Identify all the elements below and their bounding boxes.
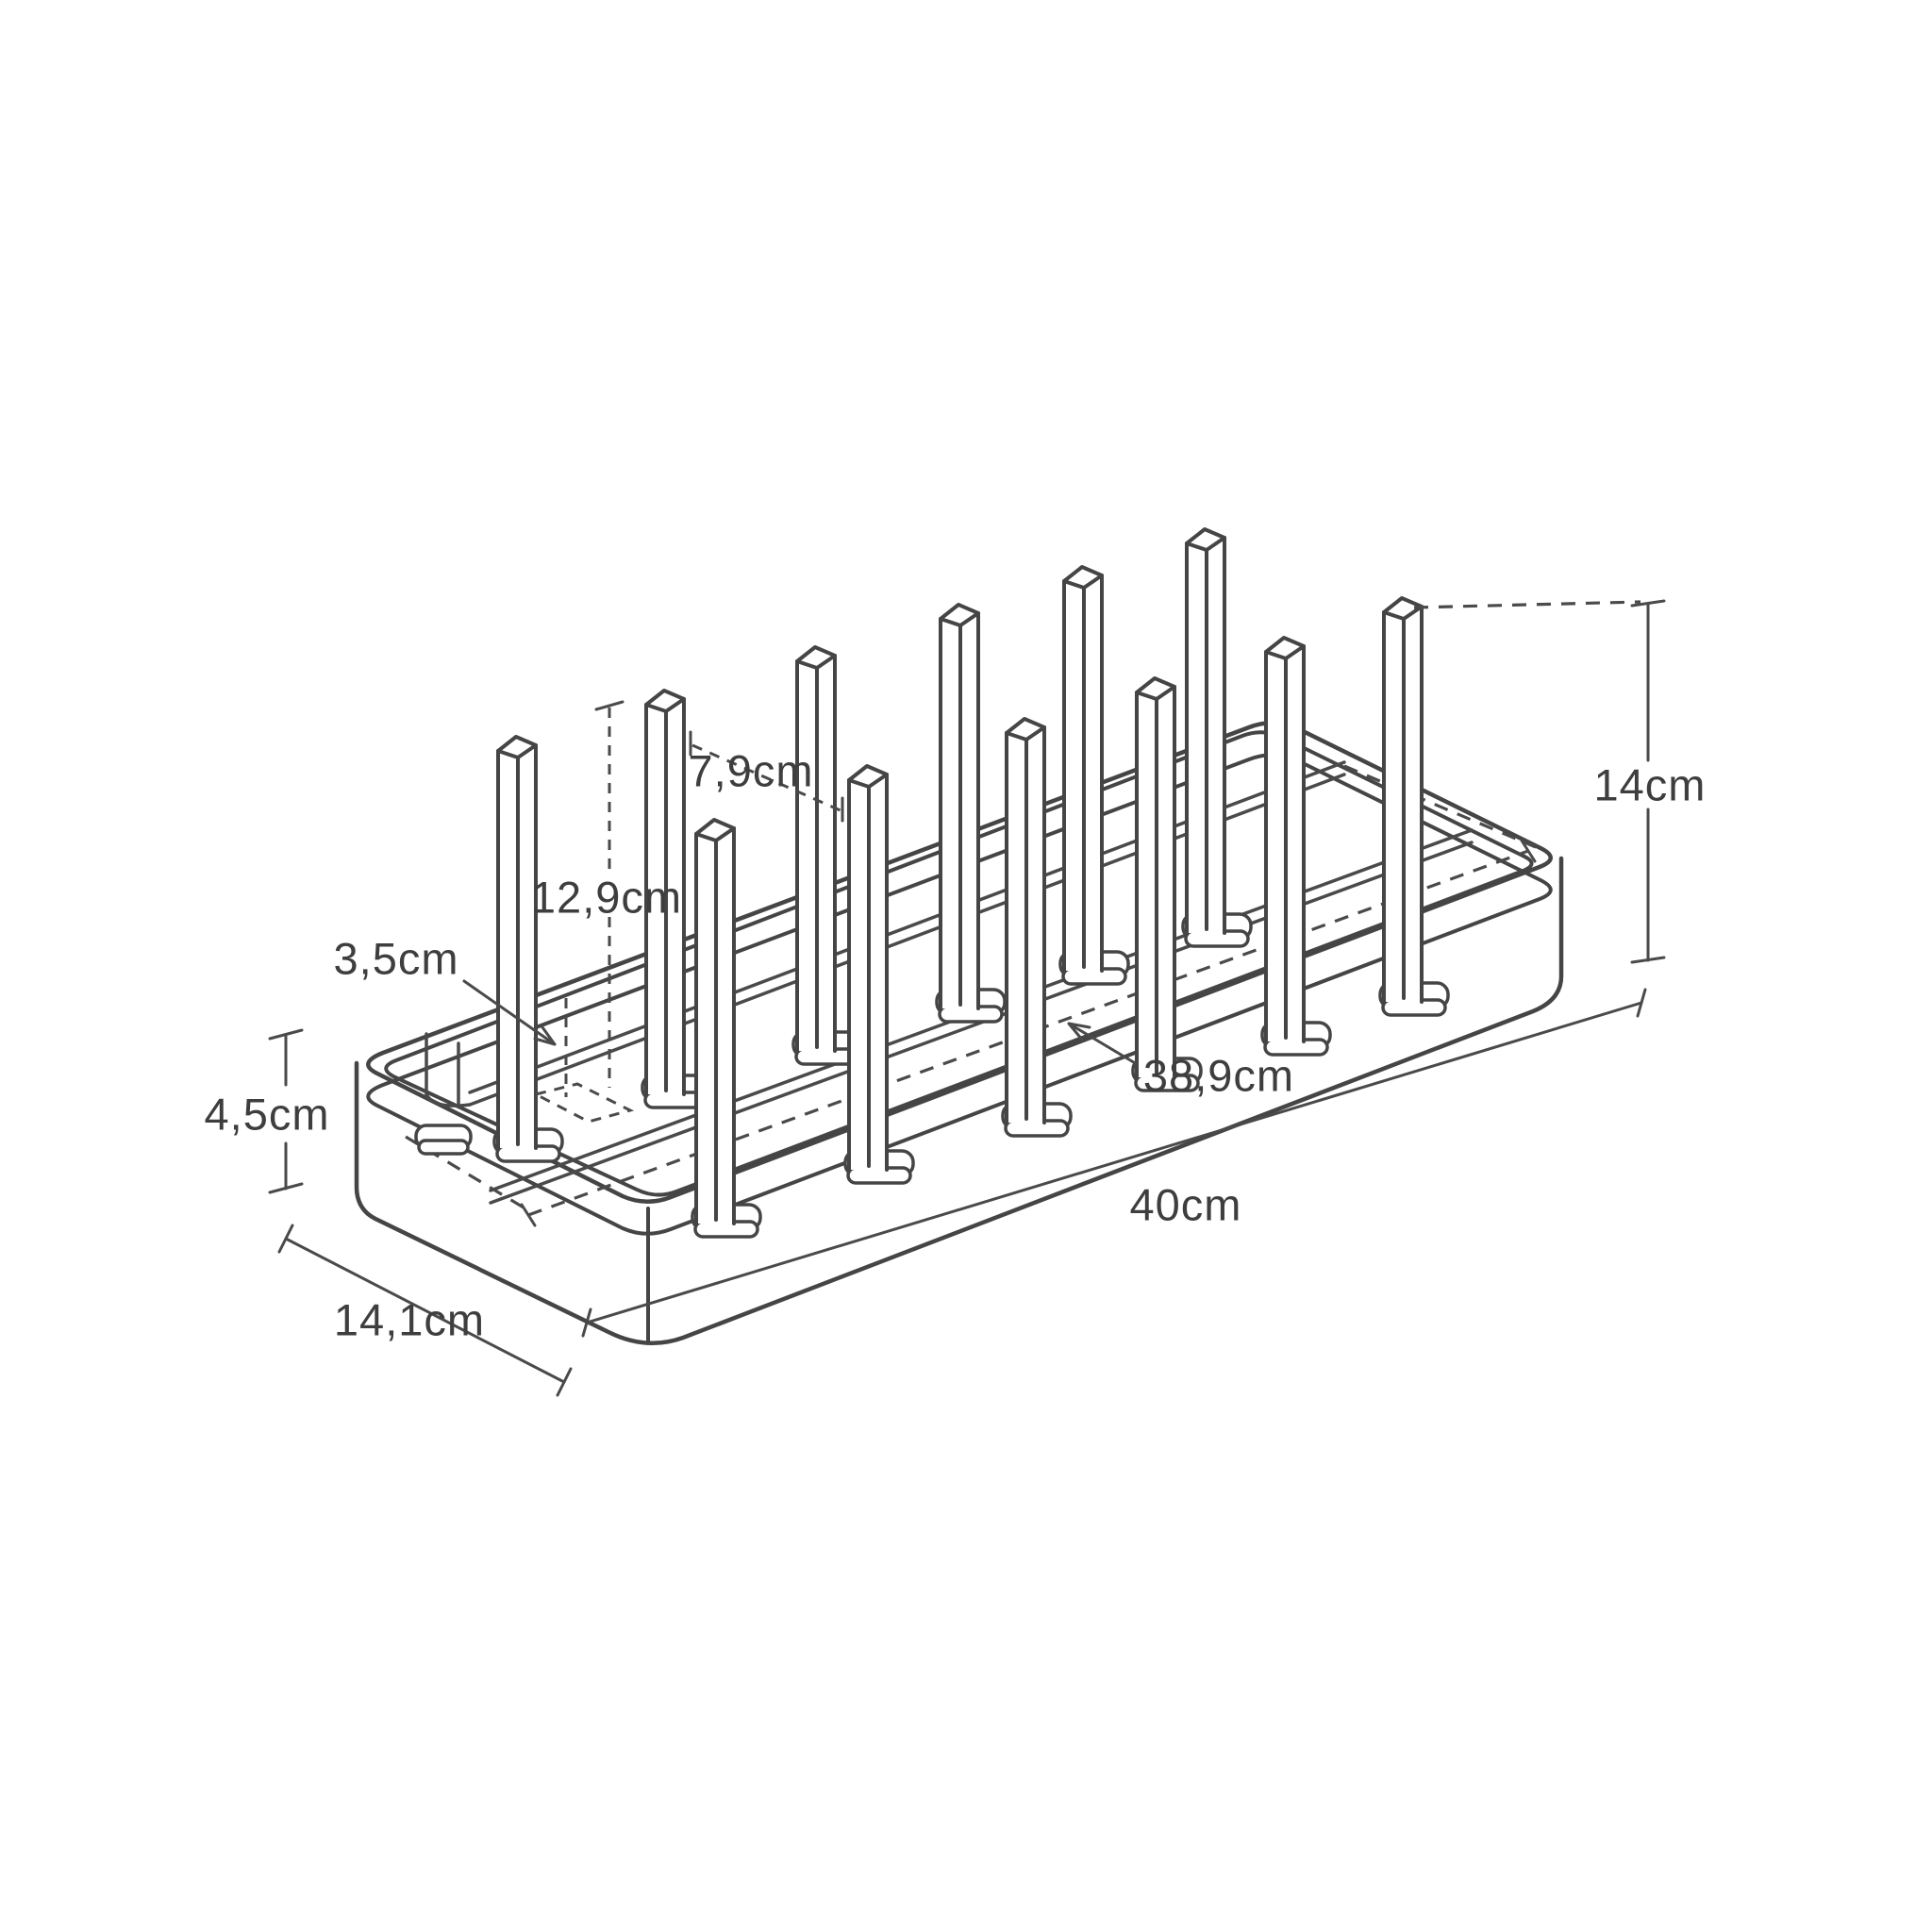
dim-tray-depth-label: 14,1cm — [334, 1295, 485, 1345]
dim-tray-height-label: 4,5cm — [205, 1090, 330, 1140]
empty-socket — [414, 1124, 473, 1156]
dim-outer-length-label: 40cm — [1130, 1180, 1242, 1230]
peg-back-2 — [641, 689, 712, 1109]
dim-inner-length-label: 38,9cm — [1143, 1051, 1294, 1101]
row-spacing-line — [691, 743, 843, 813]
dim-total-height: 14cm — [1413, 599, 1707, 964]
dim-outer-length: 40cm — [581, 988, 1647, 1338]
slot-pitch-arrow — [462, 979, 557, 1046]
dim-tray-depth: 14,1cm — [277, 1224, 573, 1397]
tray-height-ticks — [268, 1028, 304, 1194]
tray-depth-line — [284, 1237, 566, 1384]
dim-slot-pitch-label: 3,5cm — [334, 934, 459, 984]
total-height-ticks — [1630, 599, 1666, 964]
peg-back-3 — [791, 645, 863, 1066]
outer-length-line — [585, 1001, 1643, 1324]
dim-row-spacing-label: 7,9cm — [689, 746, 814, 796]
peg-back-5 — [1058, 565, 1130, 986]
peg-front-2 — [843, 764, 915, 1185]
ghost-top-tick — [594, 700, 625, 711]
dim-inner-length: 38,9cm — [1067, 1022, 1294, 1101]
outer-length-ticks — [581, 988, 1647, 1338]
dim-peg-height-label: 12,9cm — [531, 873, 682, 923]
peg-row-back — [492, 527, 1253, 1163]
inner-left-corner — [425, 1032, 472, 1108]
dim-row-spacing: 7,9cm — [689, 730, 844, 823]
dim-tray-height: 4,5cm — [205, 1028, 330, 1194]
dim-peg-height: 12,9cm — [531, 700, 682, 1124]
dim-slot-pitch: 3,5cm — [334, 934, 557, 1046]
peg-front-3 — [1001, 717, 1073, 1138]
inner-length-arrow — [1067, 1022, 1139, 1066]
peg-back-4 — [935, 603, 1007, 1024]
ghost-slot-footprint — [531, 1082, 635, 1124]
peg-row-front — [691, 596, 1450, 1239]
peg-cap — [496, 735, 538, 759]
peg-front-1 — [691, 818, 762, 1239]
peg-front-4 — [1131, 676, 1203, 1092]
floor-right-hidden-edge — [1343, 764, 1537, 849]
tray-body-outline — [354, 856, 1564, 1346]
total-height-extension — [1413, 600, 1641, 609]
dim-total-height-label: 14cm — [1594, 760, 1707, 810]
inner-length-ticks — [520, 839, 1537, 1227]
peg-back-1 — [492, 735, 564, 1163]
peg-front-5 — [1260, 636, 1332, 1057]
peg-front-6 — [1378, 596, 1450, 1017]
tray-depth-ticks — [277, 1224, 573, 1397]
peg-back-6 — [1181, 527, 1253, 948]
peg-base-foot — [495, 1144, 561, 1163]
